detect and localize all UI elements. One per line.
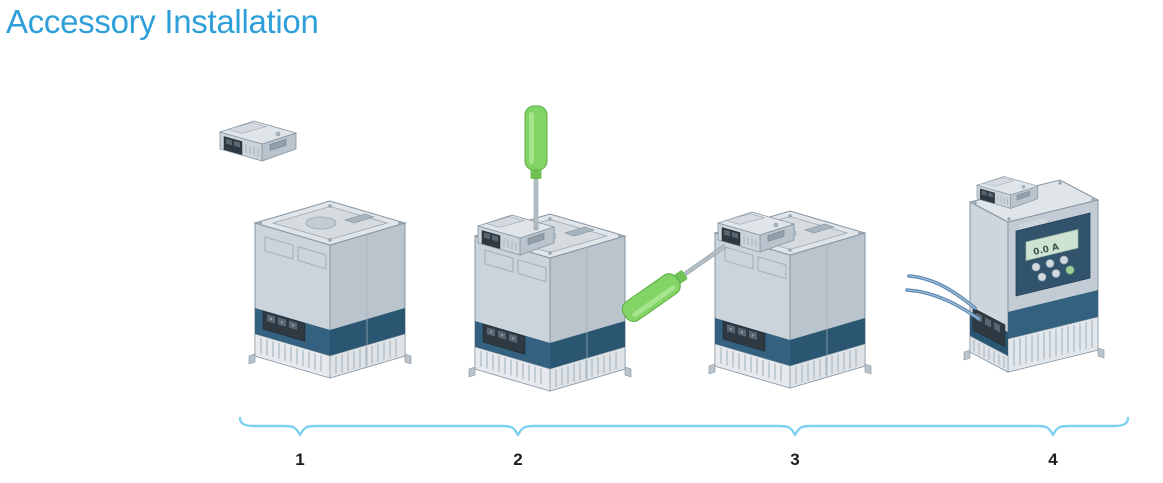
page-title: Accessory Installation bbox=[6, 3, 319, 40]
screwdriver-icon bbox=[524, 105, 548, 229]
step-3-illustration bbox=[618, 210, 872, 389]
soft-starter-device bbox=[248, 200, 412, 379]
step-number: 3 bbox=[790, 450, 800, 469]
step-number: 1 bbox=[295, 450, 305, 469]
power-cables bbox=[905, 274, 981, 321]
steps-bracket-line bbox=[238, 416, 1130, 437]
accessory-module bbox=[219, 120, 297, 162]
screwdriver-icon bbox=[618, 236, 732, 326]
step-4-illustration bbox=[905, 175, 1105, 373]
step-number: 2 bbox=[513, 450, 523, 469]
assembled-device bbox=[963, 179, 1105, 373]
step-number: 4 bbox=[1048, 450, 1058, 469]
